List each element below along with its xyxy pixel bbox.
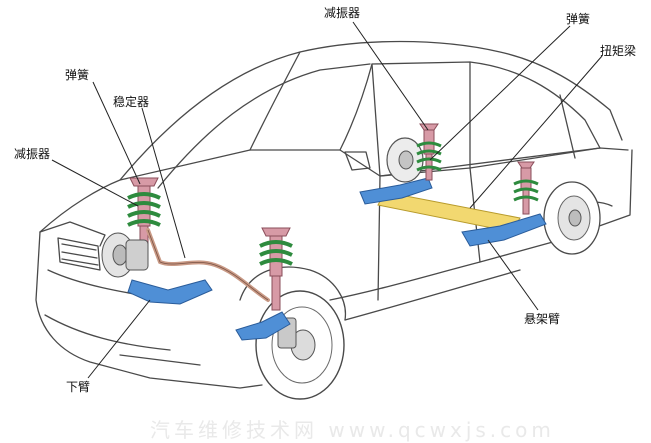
label-spring-rear: 弹簧: [566, 12, 591, 26]
front-left-hub: [101, 232, 149, 278]
rear-arm-right: [461, 213, 547, 247]
front-left-lower-arm: [127, 279, 213, 305]
rear-wheel: [543, 181, 601, 255]
label-lower-arm: 下臂: [66, 380, 91, 394]
front-right-lower-arm: [235, 311, 291, 341]
label-torsion-beam: 扭矩梁: [600, 44, 637, 58]
label-stabilizer: 稳定器: [113, 95, 150, 109]
label-spring-front: 弹簧: [65, 68, 90, 82]
label-suspension-arm: 悬架臂: [524, 312, 561, 326]
leader-lines: [51, 21, 603, 379]
rear-left-strut: [416, 123, 442, 181]
front-right-strut: [259, 227, 293, 311]
rear-right-strut: [513, 161, 539, 215]
label-shock-front: 减振器: [14, 147, 51, 161]
rear-brake-hub: [386, 137, 424, 183]
label-shock-rear: 减振器: [324, 6, 361, 20]
watermark-text: 汽车维修技术网 www.qcwxjs.com: [150, 418, 555, 442]
rear-arm-left: [359, 177, 433, 205]
front-wheel: [255, 290, 345, 400]
